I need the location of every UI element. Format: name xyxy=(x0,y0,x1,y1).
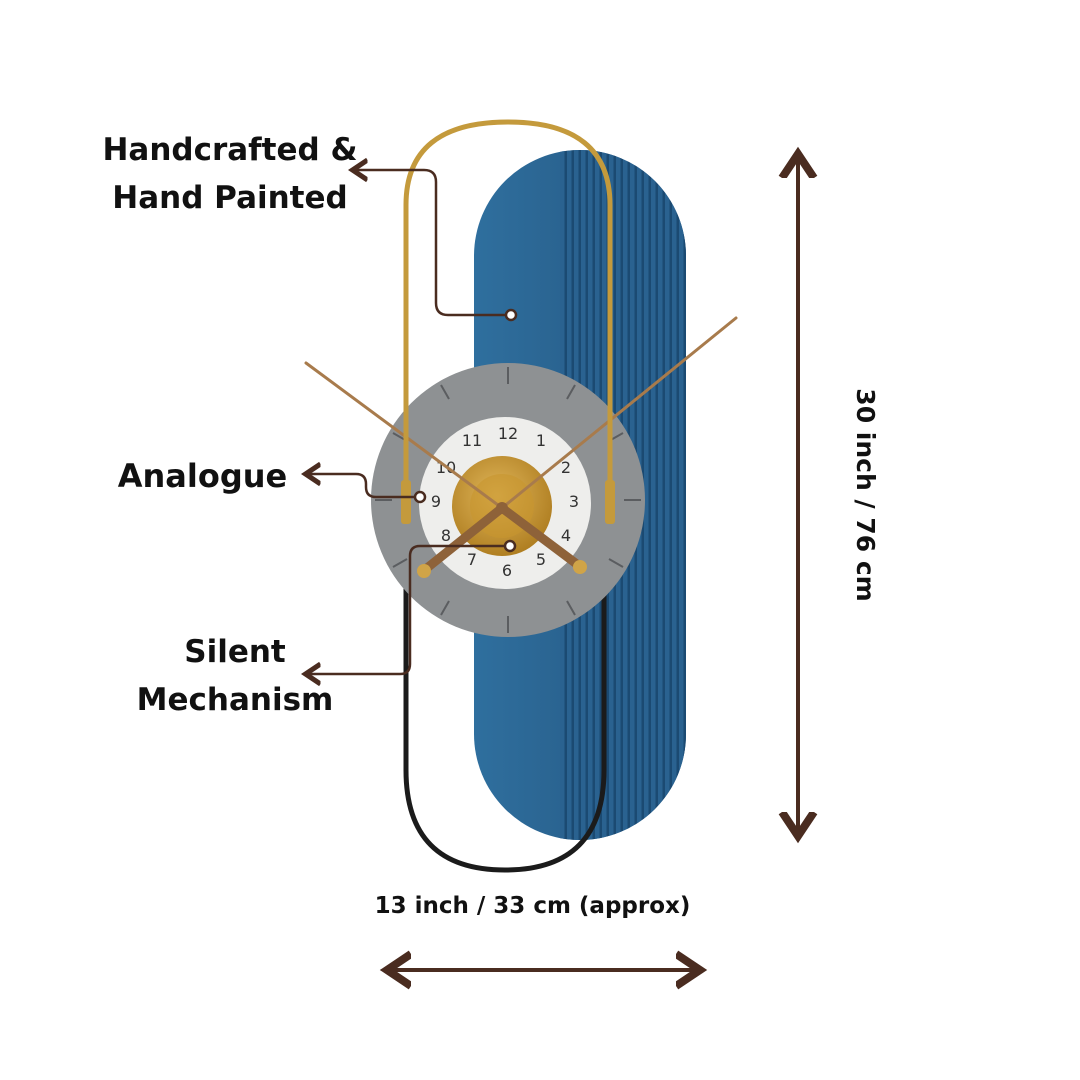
leader-silent xyxy=(308,544,510,674)
brass-arch xyxy=(403,119,613,520)
numeral-4: 4 xyxy=(561,526,571,545)
numeral-11: 11 xyxy=(462,431,482,450)
leader-handcrafted xyxy=(355,170,511,317)
leader-dot-handcrafted xyxy=(504,308,518,322)
leader-dot-analogue xyxy=(413,490,427,504)
feature-silent-mechanism-label: Silent Mechanism xyxy=(136,634,334,718)
feature-analogue-label: Analogue xyxy=(117,457,288,495)
numeral-12: 12 xyxy=(498,424,518,443)
black-loop xyxy=(403,505,607,873)
grey-dial xyxy=(371,363,645,637)
numeral-9: 9 xyxy=(431,492,441,511)
numeral-6: 6 xyxy=(502,561,512,580)
leader-analogue xyxy=(308,474,420,499)
numeral-7: 7 xyxy=(467,550,477,569)
leader-dot-silent xyxy=(503,539,517,553)
numeral-1: 1 xyxy=(536,431,546,450)
dial-numerals: 12 1 2 3 4 5 6 7 8 9 10 11 xyxy=(431,424,579,580)
width-dimension-label: 13 inch / 33 cm (approx) xyxy=(374,893,691,919)
numeral-3: 3 xyxy=(569,492,579,511)
height-dimension-label: 30 inch / 76 cm xyxy=(851,388,880,602)
feature-handcrafted-label: Handcrafted & Hand Painted xyxy=(102,132,358,216)
numeral-5: 5 xyxy=(536,550,546,569)
annotation-leaders xyxy=(308,170,511,674)
numeral-2: 2 xyxy=(561,458,571,477)
numeral-8: 8 xyxy=(441,526,451,545)
